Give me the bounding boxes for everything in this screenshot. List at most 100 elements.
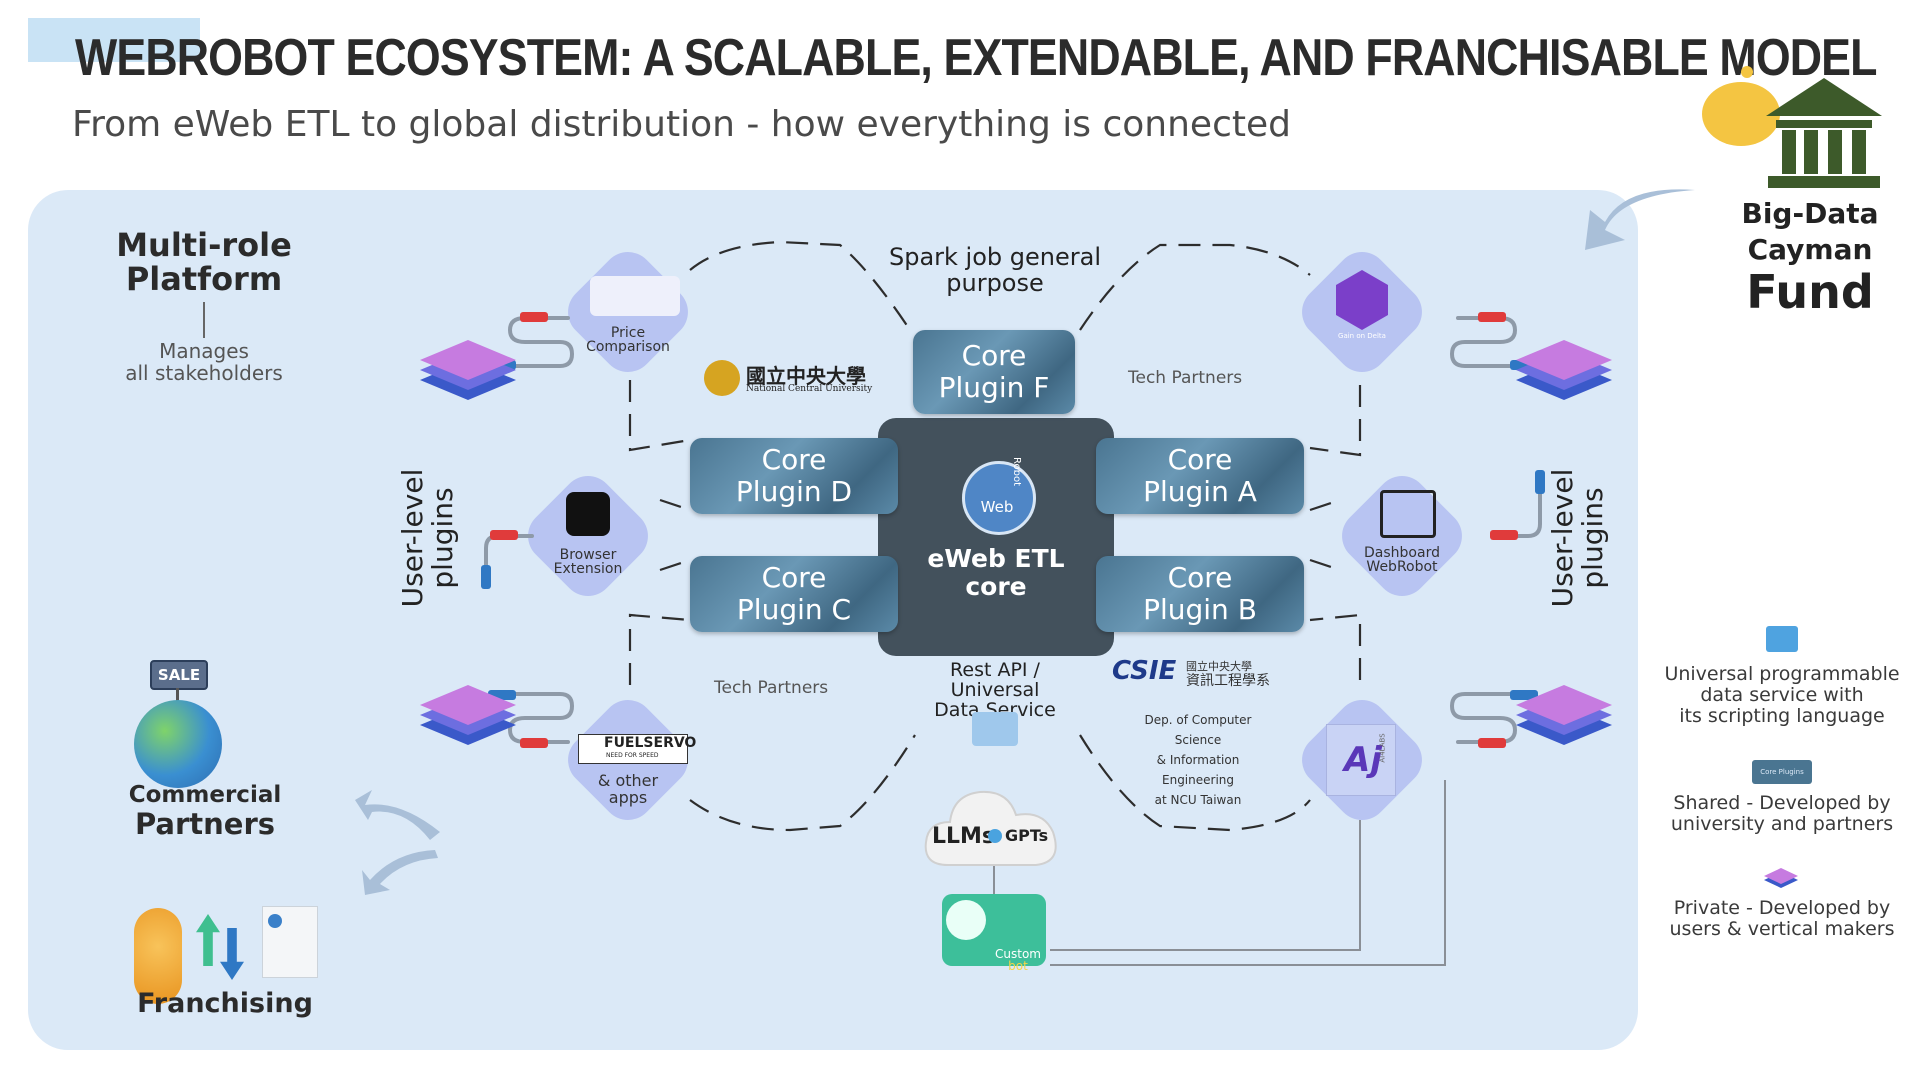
legend-private: Private - Developed by users & vertical … bbox=[1650, 898, 1914, 940]
llm-label: LLMs bbox=[932, 824, 996, 849]
legend-universal-line1: Universal programmable bbox=[1664, 663, 1900, 685]
core-plugin-b: Core Plugin B bbox=[1096, 556, 1304, 632]
core-plugin-f-line1: Core bbox=[961, 339, 1027, 372]
bot-line1: Custom bbox=[995, 947, 1041, 961]
dashboard-icon bbox=[1380, 490, 1436, 538]
legend-private-icon bbox=[1764, 868, 1798, 888]
csie-en-line2: & Information Engineering bbox=[1156, 753, 1240, 787]
core-plugin-c: Core Plugin C bbox=[690, 556, 898, 632]
core-plugin-b-line1: Core bbox=[1167, 561, 1233, 594]
rest-api-label: Rest API / Universal Data Service bbox=[900, 660, 1090, 720]
ncu-seal-icon bbox=[704, 360, 740, 396]
core-plugin-c-line1: Core bbox=[761, 561, 827, 594]
bot-line2: bot bbox=[1008, 959, 1028, 973]
csie-en: Dep. of Computer Science & Information E… bbox=[1120, 710, 1276, 810]
private-layer-stacks bbox=[420, 340, 1612, 745]
legend-private-line2: users & vertical makers bbox=[1669, 918, 1895, 940]
csie-logo: CSIE bbox=[1112, 656, 1177, 686]
commercial-partners-label: Commercial Partners bbox=[110, 782, 300, 840]
plus-icon bbox=[988, 829, 1002, 843]
user-level-plugins-right: User-level plugins bbox=[1546, 468, 1612, 608]
gain-on-delta-label: Gain on Delta bbox=[1338, 332, 1386, 340]
ai-glyph-icon: Aj bbox=[1344, 740, 1382, 780]
piggy-bank-icon bbox=[1702, 82, 1780, 146]
spark-line1: Spark job general bbox=[888, 243, 1101, 271]
core-plugin-a-line2: Plugin A bbox=[1143, 475, 1257, 508]
legend-core-plugins-icon: Core Plugins bbox=[1752, 760, 1812, 784]
platform-line2: Platform bbox=[125, 260, 283, 298]
core-plugin-b-line2: Plugin B bbox=[1143, 593, 1257, 626]
puzzle-icon bbox=[566, 492, 610, 536]
fuel-line1: & other bbox=[597, 771, 659, 790]
sale-sign: SALE bbox=[150, 660, 208, 690]
page-title: WEBROBOT ECOSYSTEM: A SCALABLE, EXTENDAB… bbox=[75, 29, 1877, 87]
commercial-line1: Commercial bbox=[128, 782, 282, 808]
browser-line1: Browser bbox=[559, 547, 617, 563]
core-plugin-f-line2: Plugin F bbox=[938, 371, 1050, 404]
platform-desc: Manages all stakeholders bbox=[100, 340, 308, 384]
gpts-label: GPTs bbox=[1005, 826, 1049, 845]
csie-cn-line1: 國立中央大學 bbox=[1186, 660, 1252, 673]
legend-shared-line2: university and partners bbox=[1670, 813, 1894, 835]
fuelservo-tag: NEED FOR SPEED bbox=[606, 752, 659, 759]
core-label: eWeb ETL core bbox=[890, 545, 1102, 601]
webrobot-logo-icon bbox=[962, 461, 1036, 535]
globe-icon bbox=[134, 700, 222, 788]
eweb-etl-core bbox=[878, 418, 1114, 656]
platform-divider bbox=[203, 302, 205, 338]
price-line1: Price bbox=[610, 325, 646, 341]
dashboard-line1: Dashboard bbox=[1364, 545, 1440, 561]
fund-line1: Big-Data bbox=[1741, 197, 1879, 230]
title-accent bbox=[28, 18, 200, 62]
other-apps-label: & other apps bbox=[578, 772, 678, 806]
core-plugin-f: Core Plugin F bbox=[913, 330, 1075, 414]
core-label-line1: eWeb ETL bbox=[927, 544, 1065, 573]
spark-job-label: Spark job general purpose bbox=[860, 244, 1130, 296]
fuel-line2: apps bbox=[608, 788, 648, 807]
fund-line3: Fund bbox=[1746, 265, 1874, 319]
core-plugin-c-line2: Plugin C bbox=[736, 593, 852, 626]
rest-line2: Universal bbox=[950, 679, 1040, 701]
ul-left-line2: plugins bbox=[426, 487, 459, 589]
platform-title: Multi-role Platform bbox=[100, 228, 308, 296]
legend-universal-line3: its scripting language bbox=[1679, 705, 1885, 727]
legend-shared-line1: Shared - Developed by bbox=[1673, 792, 1891, 814]
ai4labs-icon bbox=[1326, 724, 1396, 796]
core-plugin-d: Core Plugin D bbox=[690, 438, 898, 514]
fuelservo-logo bbox=[578, 734, 688, 764]
core-plugin-d-line2: Plugin D bbox=[735, 475, 853, 508]
tech-partners-top: Tech Partners bbox=[1128, 368, 1243, 388]
core-plugin-d-line1: Core bbox=[761, 443, 827, 476]
price-line2: Comparison bbox=[586, 339, 670, 355]
rest-line1: Rest API / bbox=[950, 659, 1040, 681]
ul-right-line2: plugins bbox=[1576, 487, 1609, 589]
coin-icon bbox=[1741, 66, 1753, 78]
ncu-name-cn: 國立中央大學 bbox=[746, 364, 866, 388]
franchising-label: Franchising bbox=[137, 988, 313, 1019]
commercial-line2: Partners bbox=[134, 807, 276, 841]
legend-universal-icon bbox=[1766, 626, 1798, 652]
csie-en-line1: Dep. of Computer Science bbox=[1144, 713, 1252, 747]
ncu-name-en: National Central University bbox=[746, 384, 873, 394]
legend-shared: Shared - Developed by university and par… bbox=[1650, 793, 1914, 835]
tech-partners-bottom: Tech Partners bbox=[714, 678, 829, 698]
browser-extension-label: Browser Extension bbox=[538, 548, 638, 576]
page-subtitle: From eWeb ETL to global distribution - h… bbox=[72, 104, 1291, 145]
fuelservo-brand: FUELSERVO bbox=[604, 735, 697, 751]
certificate-seal-icon bbox=[268, 914, 282, 928]
user-level-plugins-left: User-level plugins bbox=[396, 468, 462, 608]
fund-label: Big-Data Cayman Fund bbox=[1720, 196, 1900, 316]
bank-icon bbox=[1766, 78, 1882, 188]
code-brackets-icon bbox=[972, 712, 1018, 746]
core-plugin-a: Core Plugin A bbox=[1096, 438, 1304, 514]
dashboard-label: Dashboard WebRobot bbox=[1352, 546, 1452, 574]
core-plugin-a-line1: Core bbox=[1167, 443, 1233, 476]
platform-line1: Multi-role bbox=[116, 226, 292, 264]
legend-universal: Universal programmable data service with… bbox=[1650, 664, 1914, 727]
ul-right-line1: User-level bbox=[1546, 468, 1579, 608]
coins-icon bbox=[134, 908, 182, 1004]
alien-face-icon bbox=[946, 900, 986, 940]
custom-bot-label: Custom bot bbox=[990, 948, 1046, 972]
platform-desc-line2: all stakeholders bbox=[125, 361, 283, 385]
csie-cn-line2: 資訊工程學系 bbox=[1186, 673, 1270, 689]
